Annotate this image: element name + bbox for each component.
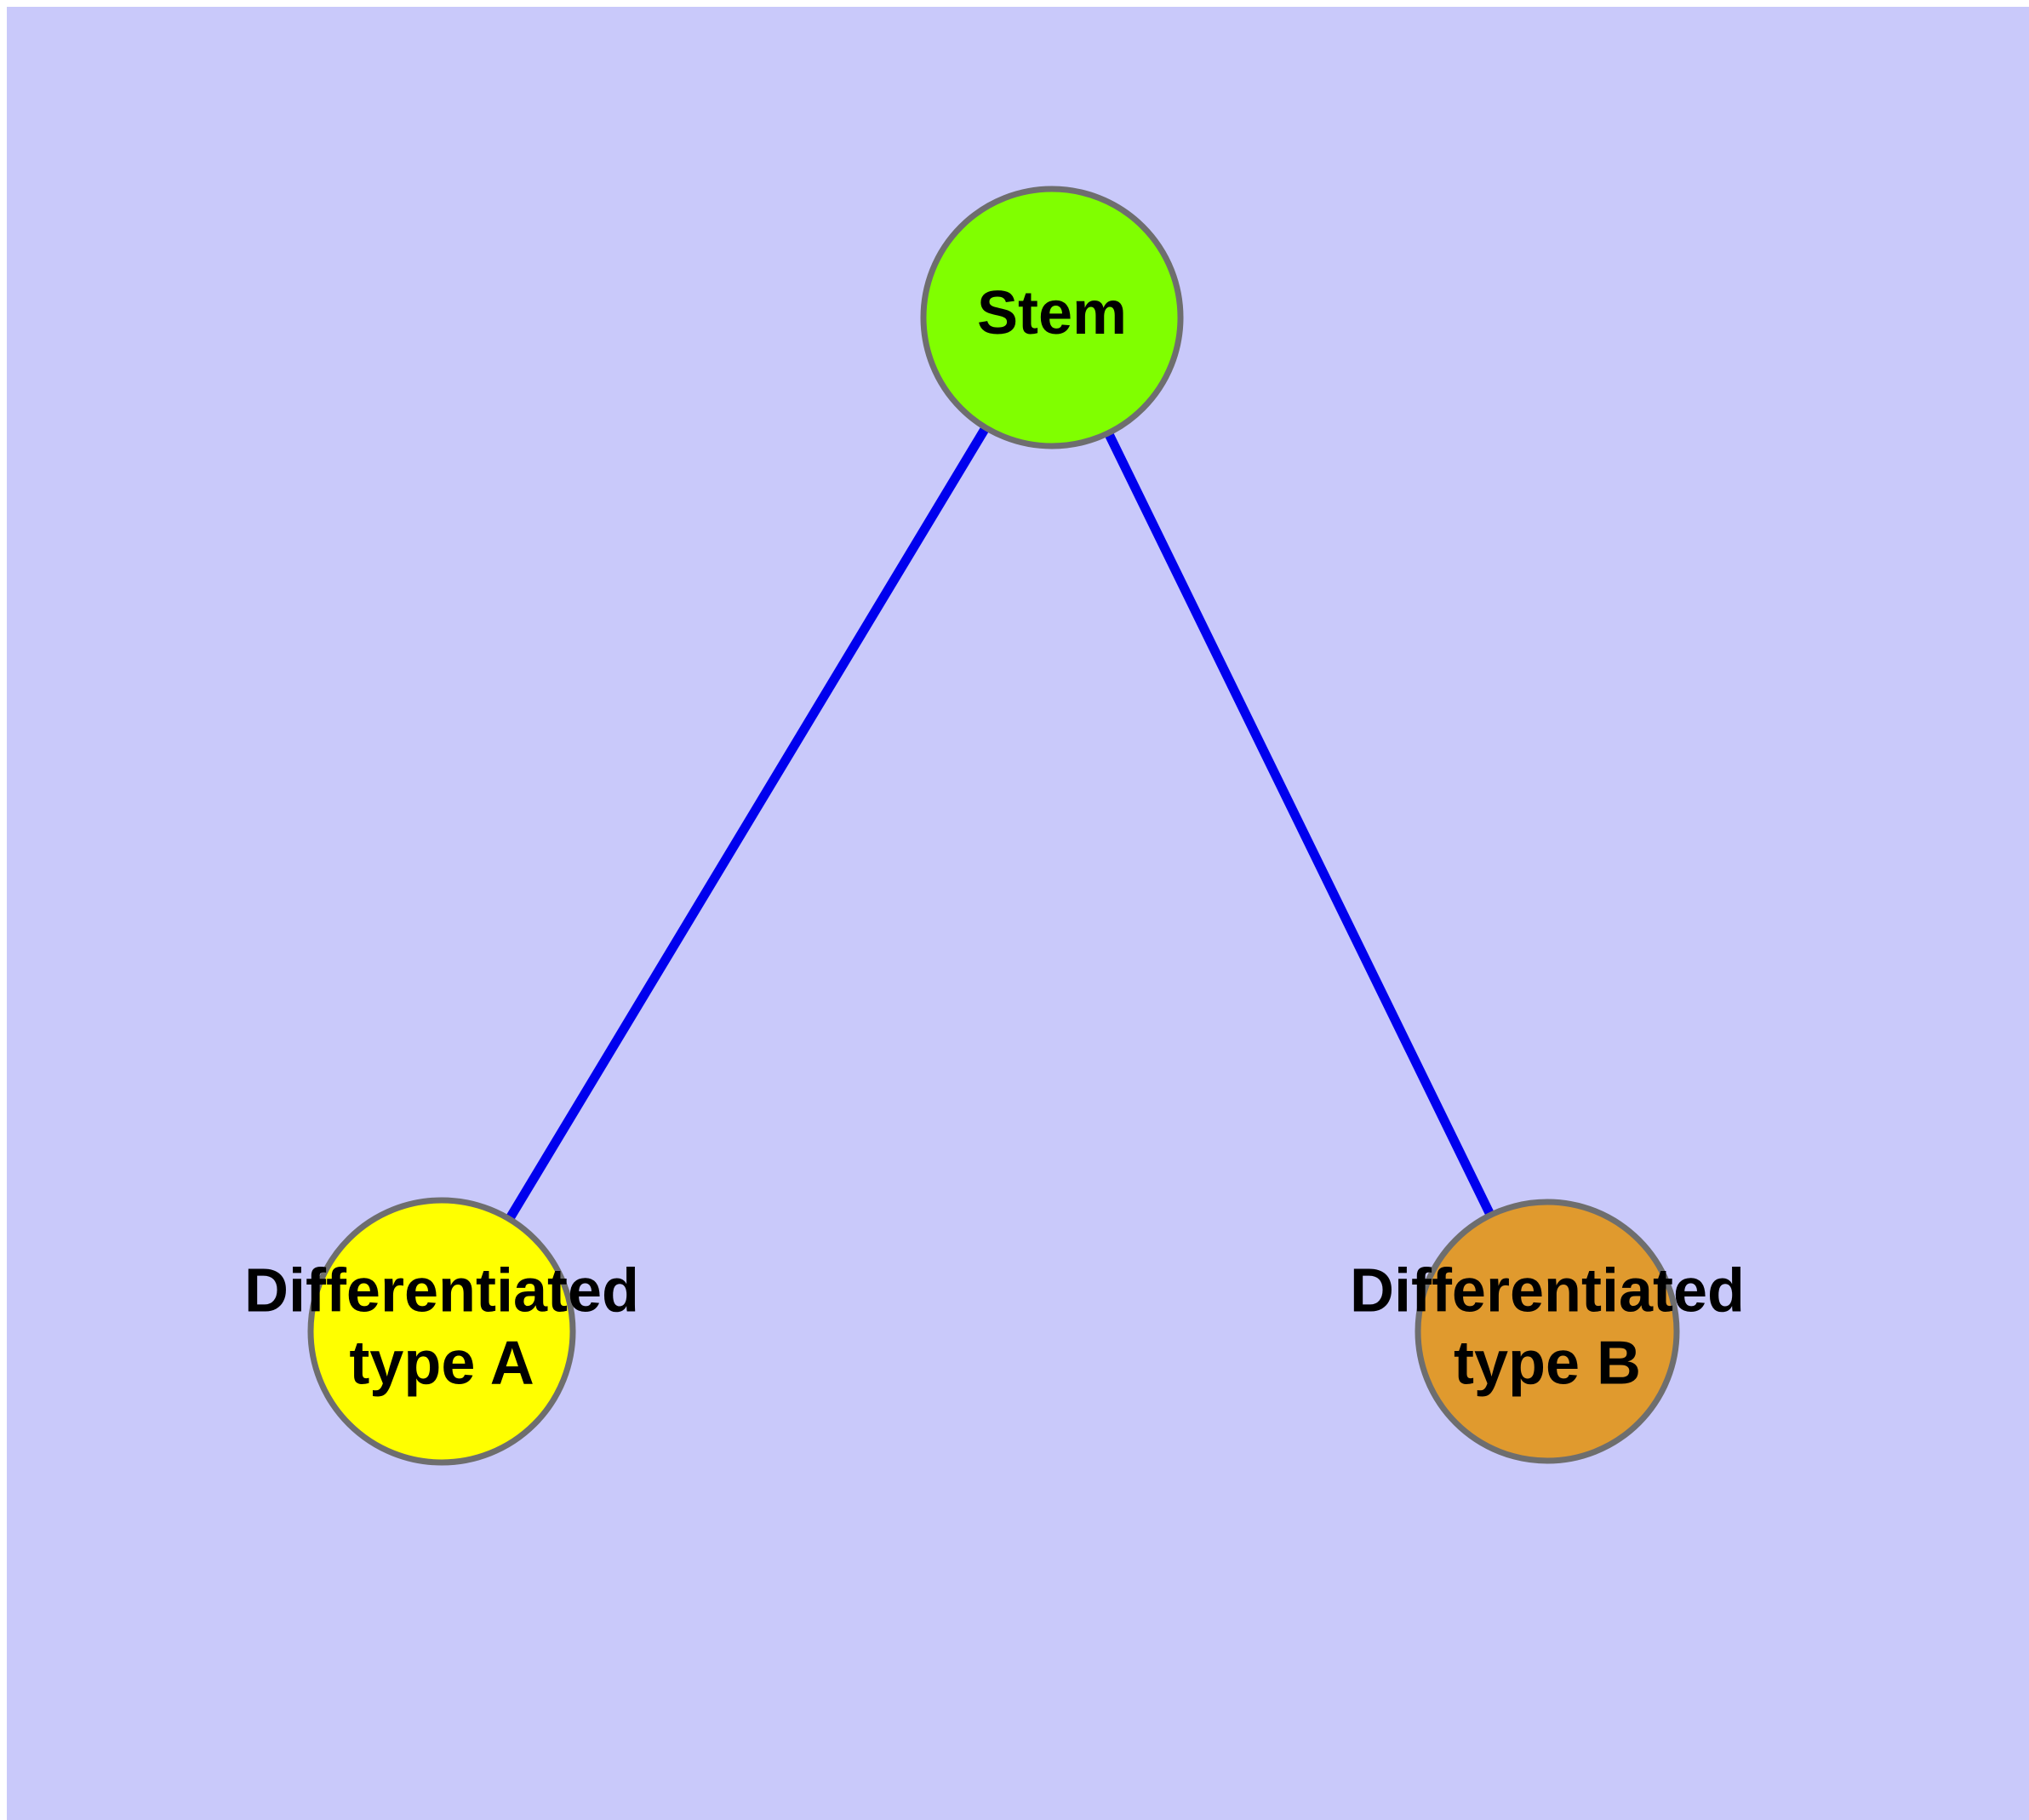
graph-node-label-stem: Stem — [977, 279, 1127, 347]
graph-node-diff_a[interactable] — [307, 1197, 576, 1466]
label-line: type B — [1454, 1329, 1641, 1397]
graph-edge-stem-to-diff_a[interactable] — [437, 315, 1056, 1334]
edge-layer — [437, 315, 1552, 1334]
graph-node-diff_b[interactable] — [1415, 1199, 1680, 1464]
graph-edge-stem-to-diff_b[interactable] — [1048, 315, 1552, 1334]
node-layer — [307, 186, 1680, 1466]
graph-node-stem[interactable] — [920, 186, 1184, 449]
label-line: Differentiated — [1350, 1257, 1745, 1325]
label-line: Differentiated — [244, 1257, 639, 1325]
label-line: Stem — [977, 279, 1127, 347]
label-line: type A — [349, 1329, 534, 1397]
